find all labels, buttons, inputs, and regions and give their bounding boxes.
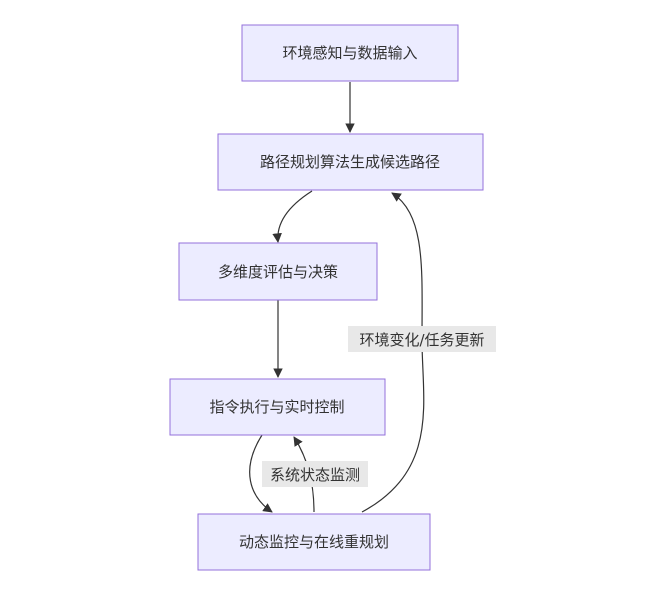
edge-planning-to-evaluation xyxy=(272,190,313,243)
node-evaluation-label: 多维度评估与决策 xyxy=(218,263,338,281)
edge-label-status-text: 系统状态监测 xyxy=(270,466,360,484)
edge-label-replan: 环境变化/任务更新 xyxy=(348,326,496,352)
edge-label-status: 系统状态监测 xyxy=(262,461,368,487)
node-execution: 指令执行与实时控制 xyxy=(169,378,386,436)
node-monitoring: 动态监控与在线重规划 xyxy=(197,513,431,571)
node-evaluation: 多维度评估与决策 xyxy=(178,242,378,301)
node-planning-label: 路径规划算法生成候选路径 xyxy=(260,153,440,171)
node-perception: 环境感知与数据输入 xyxy=(241,24,459,82)
edge-label-replan-text: 环境变化/任务更新 xyxy=(359,331,484,349)
node-planning: 路径规划算法生成候选路径 xyxy=(217,133,484,191)
node-execution-label: 指令执行与实时控制 xyxy=(209,398,344,416)
edge-execution-to-monitoring xyxy=(249,434,273,513)
node-perception-label: 环境感知与数据输入 xyxy=(282,44,417,62)
edge-monitoring-to-planning xyxy=(361,192,425,513)
node-monitoring-label: 动态监控与在线重规划 xyxy=(239,533,389,551)
